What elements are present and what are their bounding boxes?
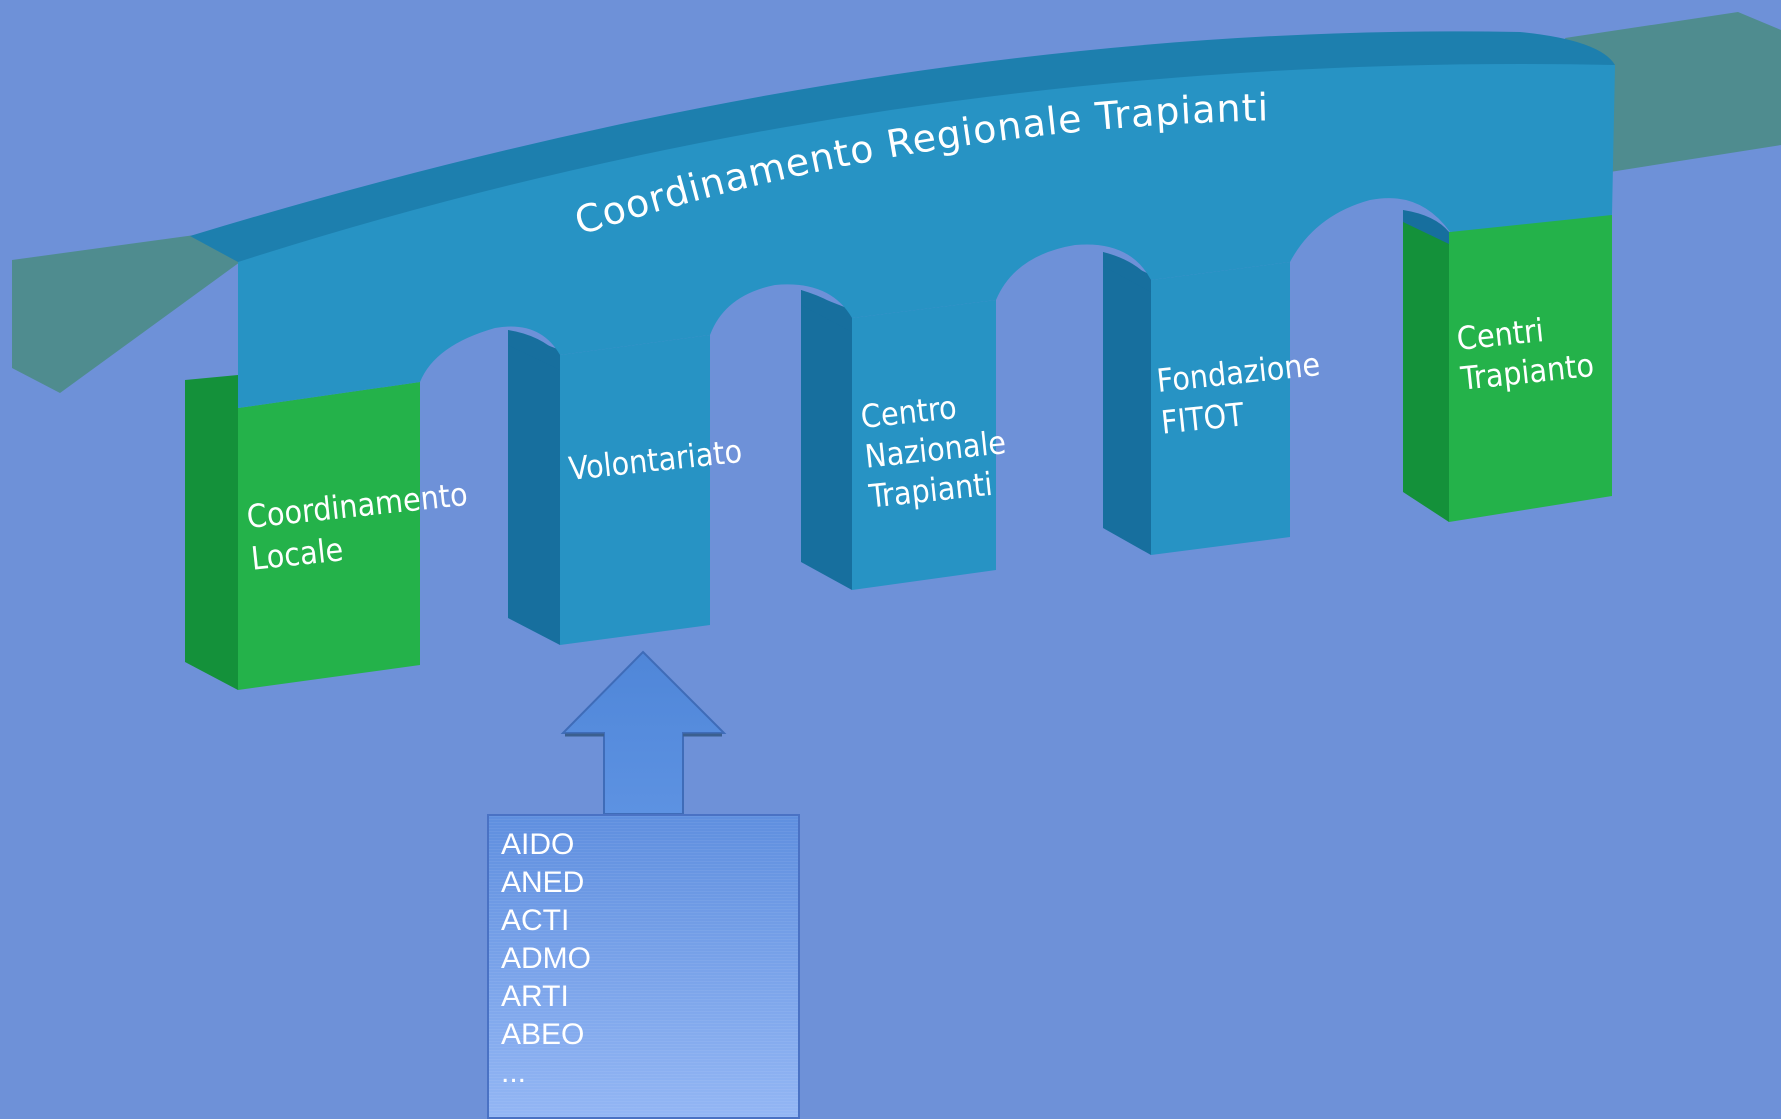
associations-box: AIDO ANED ACTI ADMO ARTI ABEO ... xyxy=(487,814,800,1119)
arch-front xyxy=(238,64,1615,408)
pillar-front-volontariato xyxy=(560,335,710,645)
association-item: ADMO xyxy=(501,942,591,975)
up-arrow xyxy=(560,650,727,815)
pillar-front-fondazione xyxy=(1151,262,1290,555)
association-item: ... xyxy=(501,1056,527,1089)
arch-underside-2 xyxy=(801,290,852,332)
pillar-side-coordinamento-locale xyxy=(185,375,238,690)
road-right xyxy=(1565,12,1781,172)
association-item: ABEO xyxy=(501,1018,585,1051)
arch-underside-3 xyxy=(1103,252,1151,292)
pillar-front-centri-trapianto xyxy=(1449,210,1612,522)
pillar-front-coordinamento-locale xyxy=(238,382,420,690)
association-item: ANED xyxy=(501,866,585,899)
pillar-side-centro-nazionale xyxy=(801,290,852,590)
associations-list: AIDO ANED ACTI ADMO ARTI ABEO ... xyxy=(501,826,786,1092)
arch-underside-1 xyxy=(508,330,560,370)
association-item: ACTI xyxy=(501,904,570,937)
arch-underside-4 xyxy=(1403,210,1449,244)
association-item: AIDO xyxy=(501,828,575,861)
pillar-label-centro-nazionale: Centro Nazionale Trapianti xyxy=(858,382,1021,515)
pillar-side-volontariato xyxy=(508,330,560,645)
pillar-front-centro-nazionale xyxy=(852,300,996,590)
road-left xyxy=(12,235,240,393)
pillar-side-centri-trapianto xyxy=(1403,210,1449,522)
association-item: ARTI xyxy=(501,980,569,1013)
pillar-side-fondazione xyxy=(1103,252,1151,555)
